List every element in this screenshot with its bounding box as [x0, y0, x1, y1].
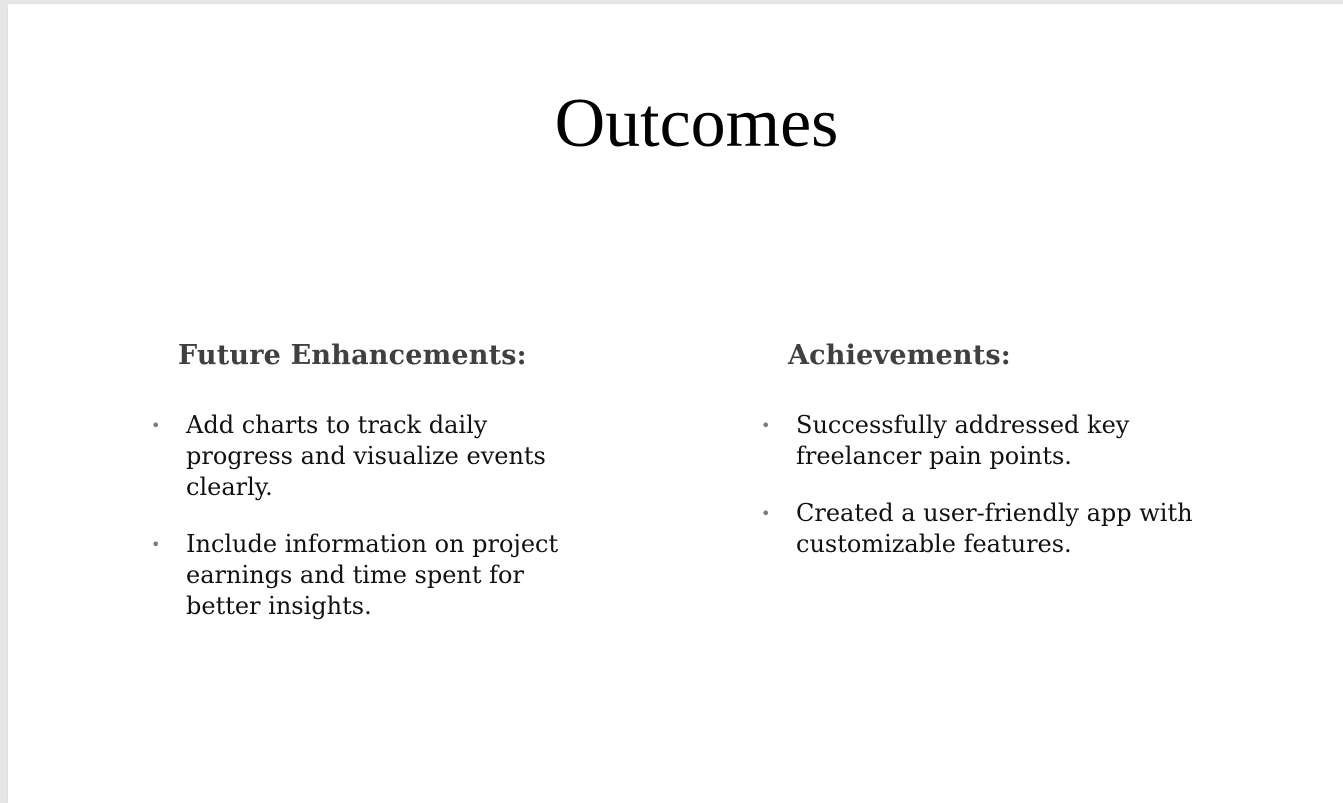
future-enhancements-list: • Add charts to track daily progress and…	[148, 410, 618, 622]
slide-canvas: Outcomes Future Enhancements: • Add char…	[8, 4, 1343, 803]
list-item-text: Add charts to track daily progress and v…	[186, 411, 546, 501]
list-item: • Successfully addressed key freelancer …	[758, 410, 1246, 472]
list-item: • Created a user-friendly app with custo…	[758, 498, 1246, 560]
achievements-list: • Successfully addressed key freelancer …	[758, 410, 1228, 560]
future-enhancements-section: Future Enhancements: • Add charts to tra…	[148, 338, 618, 648]
list-item: • Include information on project earning…	[148, 529, 586, 622]
bullet-icon: •	[761, 504, 771, 523]
list-item-text: Include information on project earnings …	[186, 530, 559, 620]
future-enhancements-heading: Future Enhancements:	[178, 340, 527, 371]
achievements-heading: Achievements:	[788, 340, 1011, 371]
bullet-icon: •	[151, 416, 161, 435]
bullet-icon: •	[761, 416, 771, 435]
slide-title: Outcomes	[554, 85, 839, 162]
list-item: • Add charts to track daily progress and…	[148, 410, 586, 503]
bullet-icon: •	[151, 535, 161, 554]
list-item-text: Successfully addressed key freelancer pa…	[796, 411, 1130, 470]
list-item-text: Created a user-friendly app with customi…	[796, 499, 1193, 558]
achievements-section: Achievements: • Successfully addressed k…	[758, 338, 1228, 586]
